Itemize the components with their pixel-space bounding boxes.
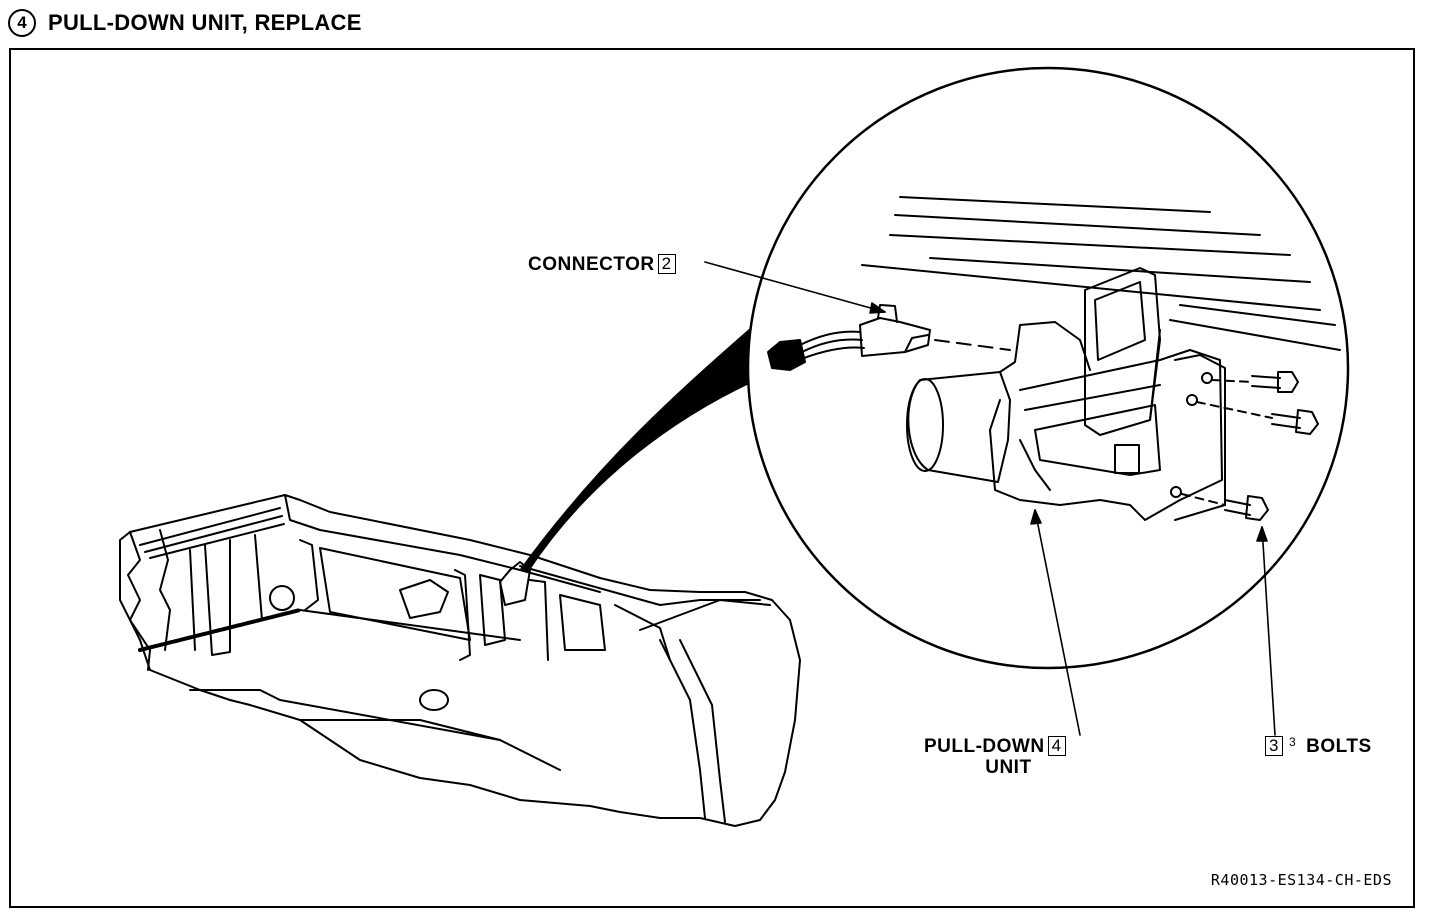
bolts-ref-number: 3 [1265,736,1283,756]
pull-down-unit-label-line1: PULL-DOWN [924,736,1045,757]
bolts-count: 3 [1288,735,1297,749]
pull-down-unit-ref-number: 4 [1047,736,1066,756]
section-title: PULL-DOWN UNIT, REPLACE [48,10,362,35]
leader-lines [704,261,1276,736]
bolts-drawing [1181,371,1319,521]
magnifier-wedge [519,319,761,573]
bolts-label: BOLTS [1306,736,1372,757]
illustration-frame [9,48,1415,908]
step-number-badge: 4 [8,9,36,37]
pull-down-unit-label-line2: UNIT [985,757,1032,778]
section-header: 4 PULL-DOWN UNIT, REPLACE [8,6,362,40]
connector-label: CONNECTOR [528,254,655,275]
figure-reference-code: R40013-ES134-CH-EDS [1210,871,1392,889]
hvac-housing-drawing [119,494,801,827]
pull-down-unit-drawing [906,267,1226,521]
connector-ref-number: 2 [657,254,676,274]
detail-magnifier-circle [746,66,1350,670]
